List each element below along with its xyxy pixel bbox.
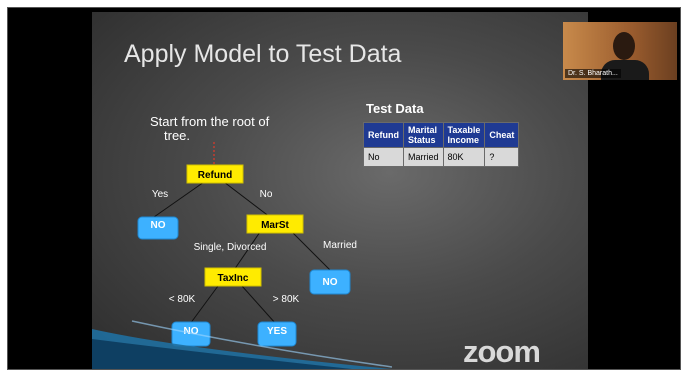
participant-head — [613, 32, 635, 60]
edge-marst-single — [233, 231, 261, 271]
intro-line-2: tree. — [164, 128, 191, 143]
zoom-meeting-window: Apply Model to Test Data Start from the … — [7, 7, 681, 370]
header-cheat: Cheat — [484, 122, 520, 148]
slide-decoration-wave — [92, 320, 392, 369]
leaf-lt80k — [171, 321, 211, 347]
intro-text: Start from the root of tree. — [150, 115, 269, 143]
leaf-refund-yes-label: NO — [151, 220, 166, 231]
edge-marst-married — [291, 231, 331, 271]
participant-video-tile[interactable]: Dr. S. Bharath... — [563, 22, 677, 80]
leaf-refund-yes — [137, 216, 179, 240]
table-row: No Married 80K ? — [363, 147, 520, 167]
header-refund: Refund — [363, 122, 404, 148]
cell-refund: No — [363, 147, 404, 167]
node-taxinc-label: TaxInc — [218, 273, 249, 284]
leaf-gt80k-label: YES — [267, 326, 287, 337]
cell-taxable-income: 80K — [442, 147, 486, 167]
node-taxinc — [204, 267, 262, 287]
leaf-lt80k-label: NO — [184, 326, 199, 337]
edge-gt80k-label: > 80K — [273, 294, 300, 305]
edge-no-label: No — [260, 189, 273, 200]
edge-refund-no — [223, 181, 271, 218]
participant-name-label: Dr. S. Bharath... — [565, 69, 621, 78]
cell-marital-status: Married — [403, 147, 444, 167]
edge-taxinc-lt — [189, 285, 219, 325]
node-marst-label: MarSt — [261, 220, 289, 231]
shared-slide: Apply Model to Test Data Start from the … — [92, 12, 588, 369]
edge-single-divorced-label: Single, Divorced — [194, 242, 267, 253]
edge-taxinc-gt — [241, 285, 277, 325]
intro-line-1: Start from the root of — [150, 114, 270, 129]
leaf-gt80k — [257, 321, 297, 347]
decision-tree: Refund Yes No NO MarSt Single, Divorced … — [137, 142, 357, 347]
slide-title: Apply Model to Test Data — [124, 40, 402, 68]
node-refund — [186, 164, 244, 184]
edge-married-label: Married — [323, 240, 357, 251]
leaf-married-label: NO — [323, 277, 338, 288]
zoom-logo: zoom — [463, 334, 541, 369]
edge-yes-label: Yes — [152, 189, 168, 200]
node-marst — [246, 214, 304, 234]
leaf-married — [309, 269, 351, 295]
cell-cheat: ? — [484, 147, 520, 167]
edge-refund-yes — [153, 181, 205, 218]
node-refund-label: Refund — [198, 170, 232, 181]
edge-lt80k-label: < 80K — [169, 294, 196, 305]
test-data-title: Test Data — [366, 101, 424, 116]
